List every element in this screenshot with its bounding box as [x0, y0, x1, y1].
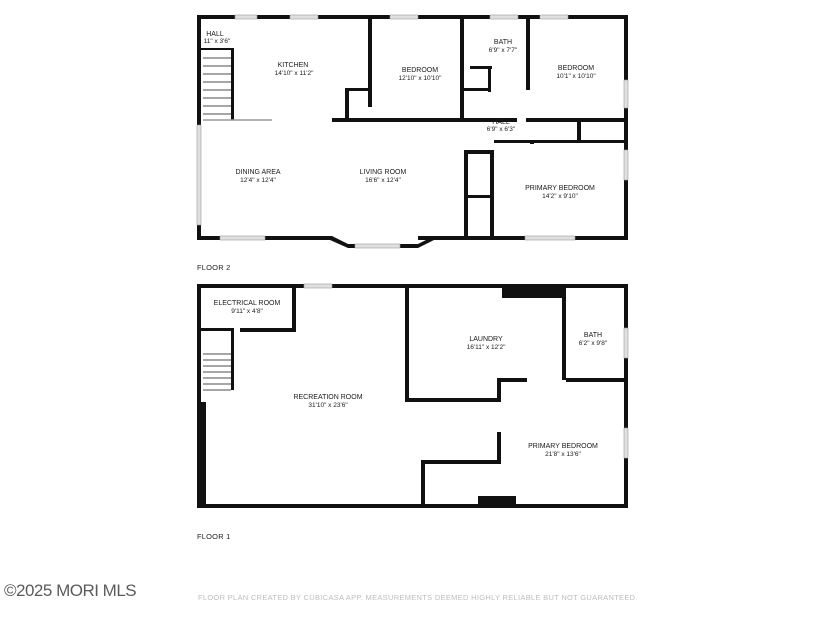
room-dims: 10'1" x 10'10"	[556, 73, 596, 80]
floor-1-plan: ELECTRICAL ROOM 9'11" x 4'8" LAUNDRY 16'…	[197, 283, 629, 508]
room-name: KITCHEN	[278, 62, 309, 69]
room-dims: 9'11" x 4'8"	[231, 308, 263, 315]
copyright-watermark: ©2025 MORI MLS	[4, 581, 137, 600]
room-name: BEDROOM	[558, 65, 594, 72]
floor-1-label: FLOOR 1	[197, 532, 231, 541]
room-name: HALL	[206, 31, 224, 38]
room-name: RECREATION ROOM	[293, 394, 362, 401]
stair-treads-floor-1	[203, 353, 231, 391]
room-name: LIVING ROOM	[360, 169, 407, 176]
floor-2-label: FLOOR 2	[197, 263, 231, 272]
room-dims: 16'11" x 12'2"	[467, 344, 506, 351]
floor-2-walls	[197, 15, 628, 248]
room-dims: 31'10" x 23'6"	[308, 402, 348, 409]
room-dims: 21'8" x 13'6"	[545, 451, 581, 458]
floor-1-room-labels: ELECTRICAL ROOM 9'11" x 4'8" LAUNDRY 16'…	[214, 300, 608, 458]
room-dims: 16'6" x 12'4"	[365, 177, 401, 184]
floor-2-plan: HALL 11" x 3'6" KITCHEN 14'10" x 11'2" B…	[196, 14, 629, 249]
room-dims: 6'2" x 9'8"	[579, 340, 608, 347]
room-name: DINING AREA	[235, 169, 280, 176]
room-name: ELECTRICAL ROOM	[214, 300, 281, 307]
disclaimer-text: FLOOR PLAN CREATED BY CUBICASA APP. MEAS…	[198, 593, 638, 602]
floor-2-room-labels: HALL 11" x 3'6" KITCHEN 14'10" x 11'2" B…	[204, 31, 597, 200]
room-name: HALL	[492, 119, 510, 126]
room-name: BATH	[494, 39, 512, 46]
room-dims: 14'2" x 9'10"	[542, 193, 578, 200]
room-name: PRIMARY BEDROOM	[528, 443, 598, 450]
room-name: BATH	[584, 332, 602, 339]
room-dims: 11" x 3'6"	[204, 38, 231, 45]
room-dims: 12'4" x 12'4"	[240, 177, 276, 184]
room-name: PRIMARY BEDROOM	[525, 185, 595, 192]
room-dims: 12'10" x 10'10"	[399, 75, 443, 82]
room-name: LAUNDRY	[469, 336, 503, 343]
room-dims: 14'10" x 11'2"	[275, 70, 314, 77]
room-name: BEDROOM	[402, 67, 438, 74]
room-dims: 6'9" x 7'7"	[489, 47, 518, 54]
floor-1-walls	[197, 284, 628, 508]
floor-1-windows	[303, 283, 629, 459]
floor-2-windows	[196, 14, 629, 249]
room-dims: 6'9" x 6'3"	[487, 126, 516, 133]
stair-treads-floor-2	[203, 57, 272, 121]
